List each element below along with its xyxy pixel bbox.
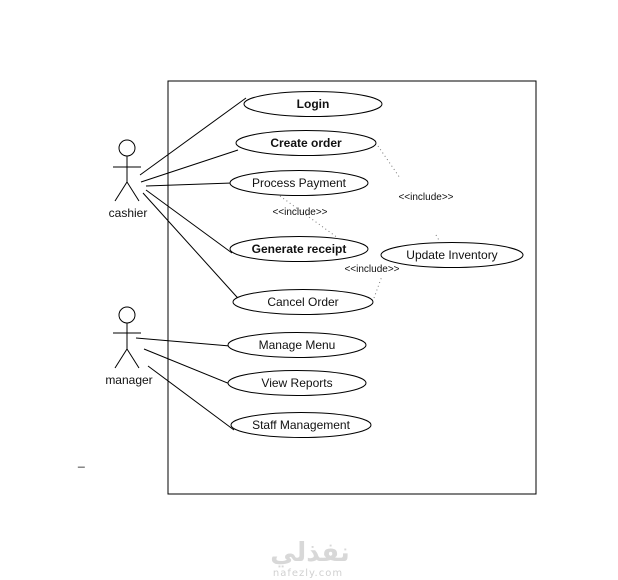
include-label-cancel-inventory: <<include>> xyxy=(344,264,399,275)
use-case-generate-receipt[interactable]: Generate receipt xyxy=(229,236,369,262)
use-case-update-inventory[interactable]: Update Inventory xyxy=(380,242,524,268)
manager-associations xyxy=(135,337,235,431)
use-case-manage-menu[interactable]: Manage Menu xyxy=(227,332,367,358)
include-line-create-to-inventory xyxy=(377,145,401,179)
cashier-associations xyxy=(139,97,247,307)
watermark-logo-latin: nafezly.com xyxy=(273,568,343,579)
actor-cashier xyxy=(113,139,141,202)
actor-label-manager: manager xyxy=(105,373,152,387)
association-manager-staff-management xyxy=(147,365,235,431)
include-line-create-to-inventory-2 xyxy=(435,234,441,243)
use-case-cancel-order[interactable]: Cancel Order xyxy=(232,289,374,315)
association-cashier-create-order xyxy=(140,149,239,183)
use-case-label-generate-receipt: Generate receipt xyxy=(252,242,347,256)
use-case-process-payment[interactable]: Process Payment xyxy=(229,170,369,196)
use-case-create-order[interactable]: Create order xyxy=(235,130,377,156)
use-case-label-view-reports: View Reports xyxy=(261,376,332,390)
actor-manager xyxy=(113,306,141,369)
use-case-label-create-order: Create order xyxy=(270,136,342,150)
association-cashier-login xyxy=(139,97,247,176)
association-manager-manage-menu xyxy=(135,337,231,347)
association-cashier-cancel-order xyxy=(142,192,246,307)
use-case-label-staff-management: Staff Management xyxy=(252,418,351,432)
use-case-view-reports[interactable]: View Reports xyxy=(227,370,367,396)
include-label-payment-receipt: <<include>> xyxy=(272,207,327,218)
use-case-login[interactable]: Login xyxy=(243,91,383,117)
stray-mark: _ xyxy=(77,454,85,468)
watermark-logo-arabic: نفذلي xyxy=(270,538,350,568)
use-case-label-cancel-order: Cancel Order xyxy=(267,295,338,309)
use-case-label-manage-menu: Manage Menu xyxy=(259,338,336,352)
use-case-label-login: Login xyxy=(297,97,330,111)
use-case-label-update-inventory: Update Inventory xyxy=(406,248,497,262)
include-line-cancel-to-inventory xyxy=(373,275,383,299)
association-cashier-generate-receipt xyxy=(145,189,233,254)
actor-label-cashier: cashier xyxy=(109,206,148,220)
include-label-create-inventory: <<include>> xyxy=(398,192,453,203)
include-relations xyxy=(279,145,441,299)
association-manager-view-reports xyxy=(143,348,231,385)
association-cashier-process-payment xyxy=(145,182,233,187)
system-boundary xyxy=(167,80,537,495)
use-case-label-process-payment: Process Payment xyxy=(252,176,347,190)
use-case-staff-management[interactable]: Staff Management xyxy=(230,412,372,438)
